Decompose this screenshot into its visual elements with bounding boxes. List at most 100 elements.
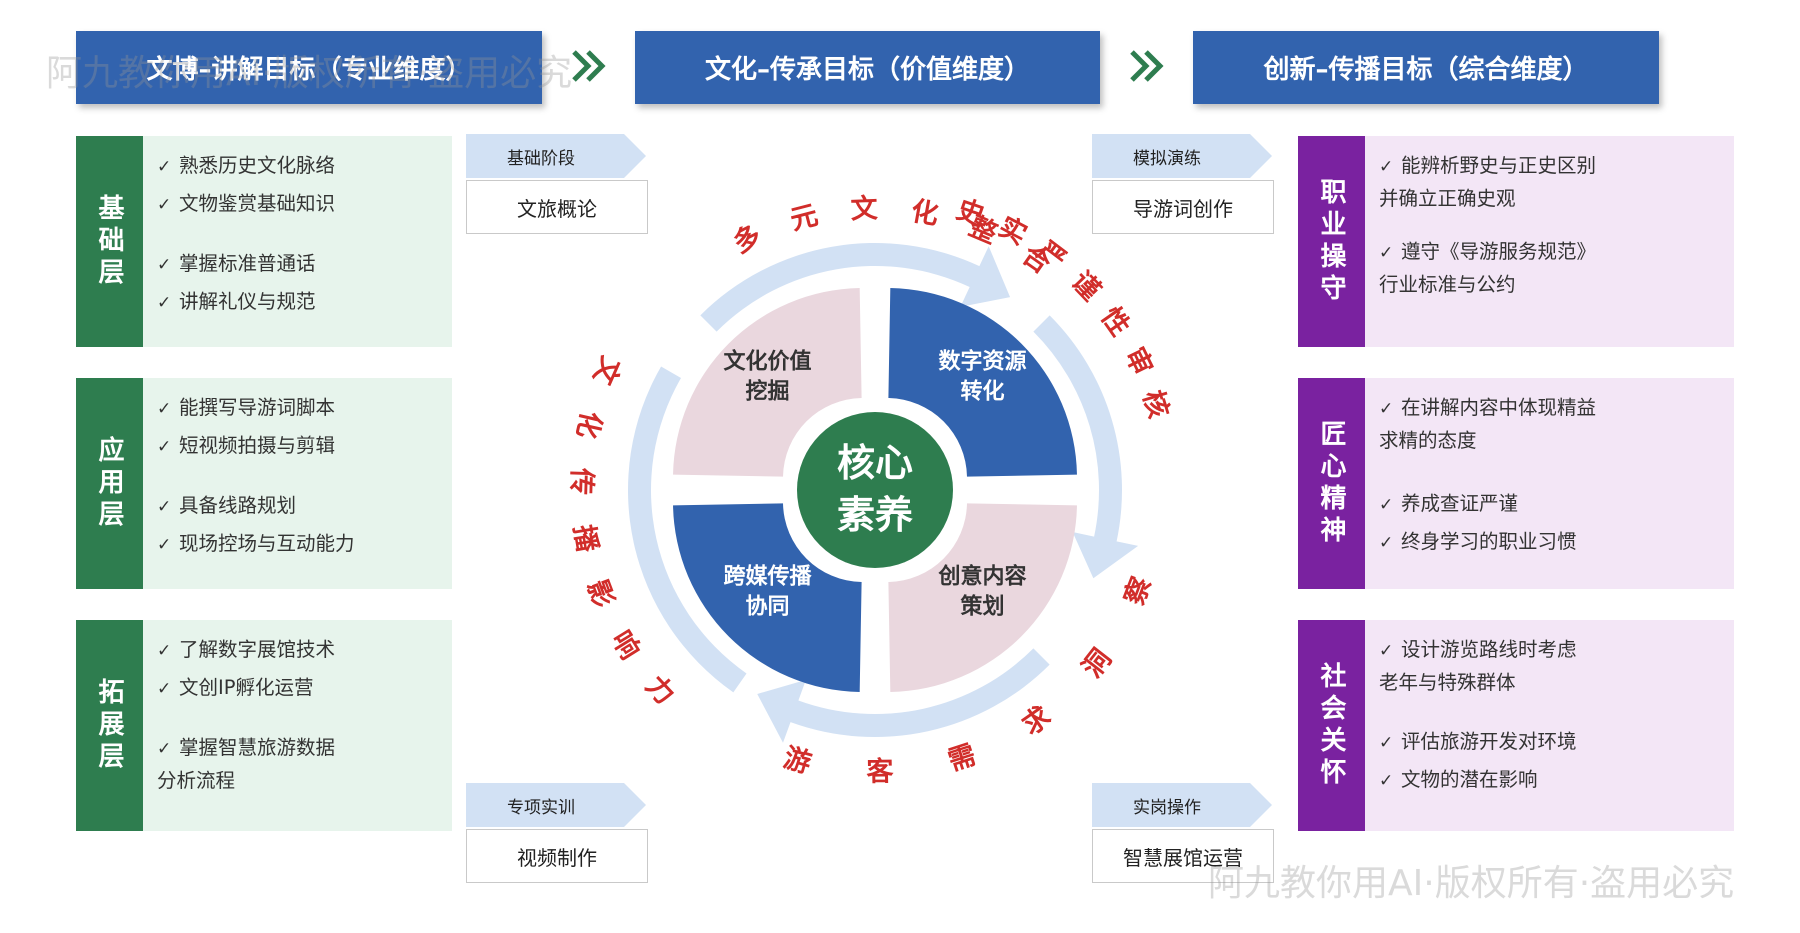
quadrant-label: 文化价值挖掘 [724, 349, 812, 405]
check-icon: ✓ [157, 195, 172, 215]
arc-label-char: 传 [565, 467, 597, 496]
check-icon: ✓ [157, 535, 172, 555]
stage-content: 智慧展馆运营 [1092, 829, 1274, 883]
layer-tag: 社会关怀 [1298, 620, 1365, 831]
arc-label-char: 察 [1118, 572, 1158, 610]
arc-label-char: 洞 [1077, 643, 1118, 683]
layer-body: ✓了解数字展馆技术 ✓文创IP孵化运营 ✓掌握智慧旅游数据 分析流程 [143, 620, 452, 831]
double-chevron-right-icon [572, 50, 606, 82]
arc-label-char: 文 [586, 352, 627, 391]
header-professional: 文博–讲解目标（专业维度） [76, 31, 542, 104]
check-icon: ✓ [1379, 157, 1394, 177]
list-item: ✓熟悉历史文化脉络 [157, 150, 335, 183]
arc-label-char: 性 [1095, 302, 1136, 342]
list-item: ✓文创IP孵化运营 [157, 672, 314, 705]
double-chevron-right-icon [1130, 50, 1164, 82]
center-circle [797, 412, 953, 568]
list-item: ✓设计游览路线时考虑 老年与特殊群体 [1379, 634, 1577, 699]
arc-label-char: 游 [780, 742, 814, 779]
layer-social-care: 社会关怀 ✓设计游览路线时考虑 老年与特殊群体 ✓评估旅游开发对环境 ✓文物的潜… [1298, 620, 1734, 831]
layer-tag: 基础层 [76, 136, 143, 347]
stage-label: 基础阶段 [507, 148, 575, 169]
arc-label-char: 客 [866, 755, 895, 787]
arc-label-char: 审 [1118, 342, 1159, 380]
arc-label-char: 谨 [1065, 266, 1106, 307]
check-icon: ✓ [157, 255, 172, 275]
list-item: ✓遵守《导游服务规范》 行业标准与公约 [1379, 236, 1596, 301]
quadrant-label: 创意内容策划 [937, 563, 1026, 619]
stage-label: 实岗操作 [1133, 797, 1201, 818]
layer-body: ✓能撰写导游词脚本 ✓短视频拍摄与剪辑 ✓具备线路规划 ✓现场控场与互动能力 [143, 378, 452, 589]
check-icon: ✓ [157, 293, 172, 313]
layer-body: ✓能辨析野史与正史区别 并确立正确史观 ✓遵守《导游服务规范》 行业标准与公约 [1365, 136, 1734, 347]
stage-arrow [1092, 134, 1272, 178]
stage-basic: 基础阶段 文旅概论 [466, 134, 648, 234]
arc-label-char: 核 [1136, 387, 1174, 422]
layer-name: 拓展层 [94, 677, 124, 774]
stage-content: 文旅概论 [466, 180, 648, 234]
check-icon: ✓ [1379, 641, 1394, 661]
center-title-line1: 核心 [837, 441, 913, 485]
arc-label-char: 力 [639, 670, 680, 711]
list-item: ✓具备线路规划 [157, 490, 296, 523]
arc-label-char: 多 [728, 220, 766, 260]
arc-label-char: 影 [581, 576, 620, 612]
arc-label-char: 播 [568, 523, 603, 556]
quadrant-segment [888, 288, 1077, 477]
list-item: ✓评估旅游开发对环境 [1379, 726, 1577, 759]
header-comprehensive: 创新–传播目标（综合维度） [1193, 31, 1659, 104]
header-value-text: 文化–传承目标（价值维度） [704, 55, 1030, 85]
layer-application: 应用层 ✓能撰写导游词脚本 ✓短视频拍摄与剪辑 ✓具备线路规划 ✓现场控场与互动… [76, 378, 452, 589]
check-icon: ✓ [157, 739, 172, 759]
check-icon: ✓ [157, 497, 172, 517]
layer-name: 应用层 [94, 435, 124, 532]
list-item: ✓掌握标准普通话 [157, 248, 316, 281]
check-icon: ✓ [1379, 771, 1394, 791]
stage-simulation: 模拟演练 导游词创作 [1092, 134, 1274, 234]
check-icon: ✓ [1379, 733, 1394, 753]
layer-name: 社会关怀 [1316, 661, 1346, 790]
check-icon: ✓ [157, 679, 172, 699]
header-value: 文化–传承目标（价值维度） [635, 31, 1100, 104]
stage-label: 模拟演练 [1133, 148, 1201, 169]
cycle-arrow-arc [627, 366, 747, 693]
arc-label-char: 化 [909, 196, 941, 231]
layer-tag: 匠心精神 [1298, 378, 1365, 589]
arc-label-char: 元 [787, 200, 821, 237]
layer-tag: 职业操守 [1298, 136, 1365, 347]
stage-arrow [1092, 783, 1272, 827]
cycle-arrow-arc [700, 243, 1011, 332]
stage-on-job: 实岗操作 智慧展馆运营 [1092, 783, 1274, 883]
stage-arrow [466, 134, 646, 178]
watermark: 阿九教你用AI·版权所有·盗用必究 [46, 53, 573, 94]
header-professional-text: 文博–讲解目标（专业维度） [146, 55, 472, 85]
layer-tag: 拓展层 [76, 620, 143, 831]
list-item: ✓现场控场与互动能力 [157, 528, 355, 561]
list-item: ✓掌握智慧旅游数据 分析流程 [157, 732, 335, 797]
check-icon: ✓ [1379, 243, 1394, 263]
arc-label-char: 实 [993, 210, 1032, 251]
list-item: ✓讲解礼仪与规范 [157, 286, 316, 319]
list-item: ✓养成查证严谨 [1379, 488, 1518, 521]
layer-body: ✓熟悉历史文化脉络 ✓文物鉴赏基础知识 ✓掌握标准普通话 ✓讲解礼仪与规范 [143, 136, 452, 347]
header-comprehensive-text: 创新–传播目标（综合维度） [1263, 55, 1589, 85]
watermark: 阿九教你用AI·版权所有·盗用必究 [1208, 863, 1735, 904]
arc-label-char: 需 [945, 739, 980, 777]
center-title-line2: 素养 [837, 493, 913, 537]
stage-label: 专项实训 [507, 797, 575, 818]
quadrant-label: 数字资源转化 [938, 349, 1026, 405]
check-icon: ✓ [1379, 533, 1394, 553]
quadrant-segment [673, 288, 862, 477]
check-icon: ✓ [157, 157, 172, 177]
quadrant-segment [888, 503, 1077, 692]
layer-body: ✓在讲解内容中体现精益 求精的态度 ✓养成查证严谨 ✓终身学习的职业习惯 [1365, 378, 1734, 589]
arc-label-char: 求 [1017, 701, 1057, 742]
layer-professional-ethics: 职业操守 ✓能辨析野史与正史区别 并确立正确史观 ✓遵守《导游服务规范》 行业标… [1298, 136, 1734, 347]
check-icon: ✓ [1379, 399, 1394, 419]
check-icon: ✓ [157, 641, 172, 661]
arc-label-char: 响 [605, 625, 646, 665]
list-item: ✓在讲解内容中体现精益 求精的态度 [1379, 392, 1596, 457]
arc-label-char: 化 [570, 408, 606, 441]
layer-name: 职业操守 [1316, 177, 1346, 306]
stage-special-training: 专项实训 视频制作 [466, 783, 648, 883]
